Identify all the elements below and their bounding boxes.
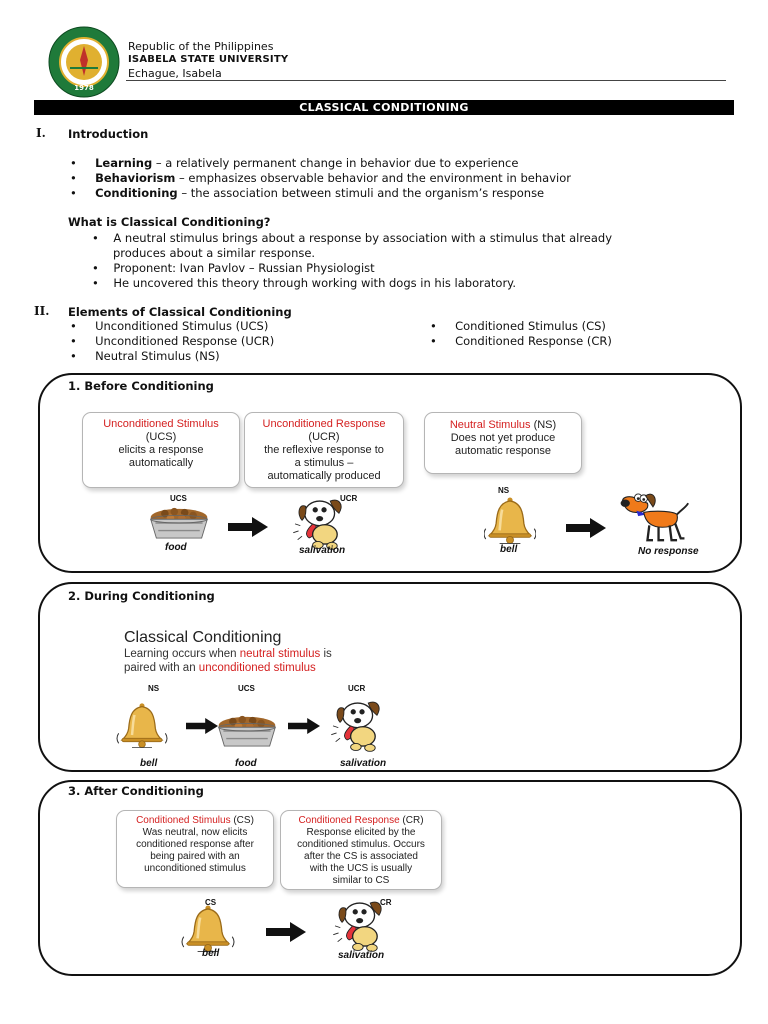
- term-conditioning: • Conditioning – the association between…: [70, 186, 545, 200]
- element-cs: • Conditioned Stimulus (CS): [430, 319, 606, 333]
- point-2: • Proponent: Ivan Pavlov – Russian Physi…: [92, 261, 375, 275]
- section1-title: Introduction: [68, 127, 149, 141]
- cs-box-line5: unconditioned stimulus: [144, 863, 246, 874]
- cs-box-line2: Was neutral, now elicits: [142, 827, 248, 838]
- cr-box-line2: Response elicited by the: [306, 827, 416, 838]
- arrow-icon: [228, 517, 268, 537]
- ns-definition-box: Neutral Stimulus (NS) Does not yet produ…: [424, 412, 582, 474]
- ucr-box-line5: automatically produced: [267, 470, 381, 482]
- cr-box-line4: after the CS is associated: [304, 851, 418, 862]
- p1-caption-salivation: salivation: [299, 545, 346, 556]
- food-bowl-icon: [146, 504, 212, 542]
- p1-label-ns: NS: [498, 486, 510, 495]
- panel-before-conditioning: [38, 373, 742, 573]
- panel2-heading: 2. During Conditioning: [68, 589, 215, 603]
- ucr-box-line3: the reflexive response to: [264, 444, 384, 456]
- p2-label-ucr: UCR: [348, 684, 366, 693]
- bell-icon: [484, 494, 536, 546]
- point-3: • He uncovered this theory through worki…: [92, 276, 517, 290]
- element-ns: • Neutral Stimulus (NS): [70, 349, 220, 363]
- elements-left-list: • Unconditioned Stimulus (UCS) • Uncondi…: [70, 319, 274, 364]
- point-1-cont: produces about a similar response.: [113, 246, 316, 260]
- header-location: Echague, Isabela: [128, 67, 222, 80]
- cr-box-abbr: (CR): [399, 815, 424, 826]
- cr-definition-box: Conditioned Response (CR) Response elici…: [280, 810, 442, 890]
- panel2-figure-title: Classical Conditioning: [124, 629, 282, 646]
- bell-icon: [180, 902, 236, 954]
- dog-no-response-icon: [616, 490, 690, 546]
- ucr-box-line4: a stimulus –: [294, 457, 354, 469]
- ucr-box-title: Unconditioned Response: [262, 418, 386, 430]
- p3-label-cs: CS: [205, 898, 217, 907]
- element-ucs: • Unconditioned Stimulus (UCS): [70, 319, 269, 333]
- salivating-dog-icon: [322, 696, 388, 754]
- cs-box-abbr: (CS): [230, 815, 254, 826]
- cs-box-line4: being paired with an: [150, 851, 240, 862]
- arrow-icon: [266, 922, 306, 942]
- term-learning: • Learning – a relatively permanent chan…: [70, 156, 519, 170]
- header-university: ISABELA STATE UNIVERSITY: [128, 54, 289, 65]
- ns-box-line3: automatic response: [455, 445, 551, 457]
- ns-box-abbr: (NS): [530, 419, 557, 431]
- panel-during-conditioning: [38, 582, 742, 772]
- element-ucr: • Unconditioned Response (UCR): [70, 334, 275, 348]
- cs-box-line3: conditioned response after: [136, 839, 254, 850]
- food-bowl-icon: [214, 712, 280, 750]
- p1-label-ucs: UCS: [170, 494, 187, 503]
- salivating-dog-icon: [284, 494, 350, 552]
- p3-caption-salivation: salivation: [338, 950, 385, 961]
- panel1-heading: 1. Before Conditioning: [68, 379, 214, 393]
- section1-number: I.: [36, 126, 46, 140]
- term-list: • Learning – a relatively permanent chan…: [70, 156, 571, 201]
- p2-caption-bell: bell: [140, 758, 158, 769]
- ucs-definition-box: Unconditioned Stimulus (UCS) elicits a r…: [82, 412, 240, 488]
- header-divider: [126, 80, 726, 81]
- p2-caption-food: food: [235, 758, 257, 769]
- bell-icon: [116, 700, 168, 750]
- arrow-icon: [566, 518, 606, 538]
- cs-definition-box: Conditioned Stimulus (CS) Was neutral, n…: [116, 810, 274, 888]
- element-cr: • Conditioned Response (CR): [430, 334, 612, 348]
- panel-after-conditioning: [38, 780, 742, 976]
- p3-label-cr: CR: [380, 898, 392, 907]
- p1-label-ucr: UCR: [340, 494, 358, 503]
- p2-label-ucs: UCS: [238, 684, 255, 693]
- cr-box-line3: conditioned stimulus. Occurs: [297, 839, 425, 850]
- elements-right-list: • Conditioned Stimulus (CS) • Conditione…: [430, 319, 612, 349]
- p1-caption-no-response: No response: [638, 546, 699, 557]
- section2-number: II.: [34, 304, 50, 318]
- seal-year: 1978: [74, 84, 94, 92]
- panel3-heading: 3. After Conditioning: [68, 784, 204, 798]
- header-republic: Republic of the Philippines: [128, 40, 274, 53]
- ns-box-line2: Does not yet produce: [450, 432, 556, 444]
- ucs-box-abbr: (UCS): [145, 431, 177, 443]
- ns-box-title: Neutral Stimulus: [449, 419, 531, 431]
- ucs-box-title: Unconditioned Stimulus: [103, 418, 219, 430]
- term-behaviorism: • Behaviorism – emphasizes observable be…: [70, 171, 571, 185]
- p1-caption-bell: bell: [500, 544, 518, 555]
- section2-title: Elements of Classical Conditioning: [68, 305, 292, 319]
- cr-box-line5: with the UCS is usually: [309, 863, 413, 874]
- ucs-box-line3: elicits a response: [118, 444, 204, 456]
- panel2-figure-subtitle: Learning occurs when neutral stimulus is…: [124, 648, 332, 674]
- arrow-icon: [288, 718, 320, 734]
- ucs-box-line4: automatically: [128, 457, 194, 469]
- p2-label-ns: NS: [148, 684, 160, 693]
- cr-box-title: Conditioned Response: [298, 815, 400, 826]
- cs-box-title: Conditioned Stimulus: [136, 815, 231, 826]
- salivating-dog-icon: [324, 896, 390, 954]
- p2-caption-salivation: salivation: [340, 758, 387, 769]
- p1-caption-food: food: [165, 542, 187, 553]
- point-1: • A neutral stimulus brings about a resp…: [92, 231, 613, 245]
- question-heading: What is Classical Conditioning?: [68, 215, 271, 229]
- ucr-box-abbr: (UCR): [308, 431, 340, 443]
- question-points: • A neutral stimulus brings about a resp…: [92, 231, 612, 291]
- page-title: CLASSICAL CONDITIONING: [34, 100, 734, 115]
- p3-caption-bell: bell: [202, 948, 220, 959]
- ucr-definition-box: Unconditioned Response (UCR) the reflexi…: [244, 412, 404, 488]
- university-seal: 1978: [48, 26, 120, 98]
- cr-box-line6: similar to CS: [332, 875, 390, 886]
